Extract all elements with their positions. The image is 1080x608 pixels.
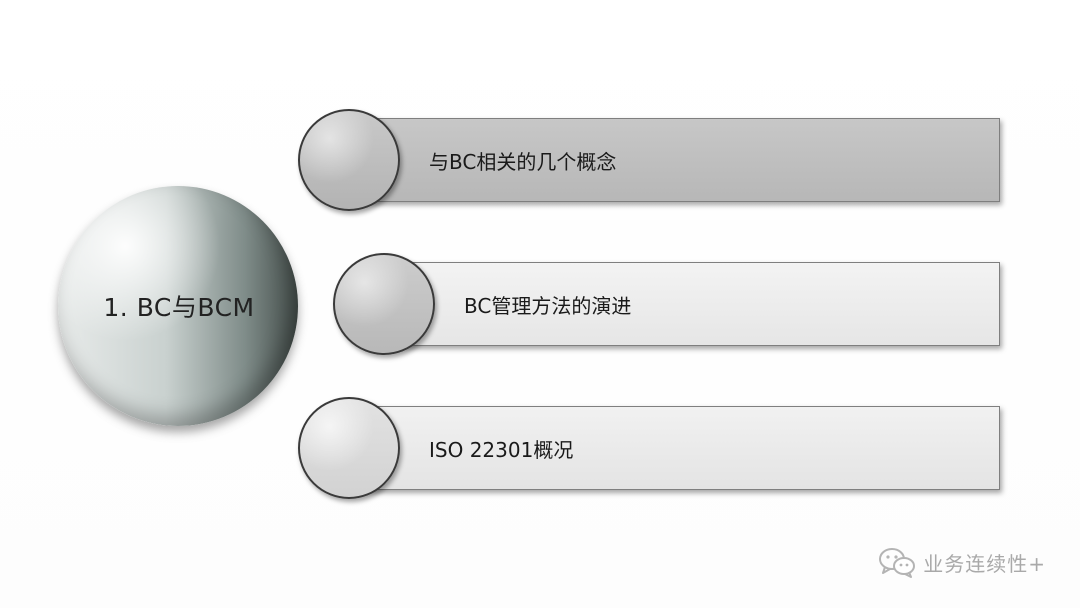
main-topic-label: 1. BC与BCM	[103, 293, 255, 322]
wechat-icon	[877, 546, 917, 578]
agenda-item-1: 与BC相关的几个概念	[348, 118, 1000, 202]
agenda-bullet-circle	[298, 109, 400, 211]
agenda-item-label: BC管理方法的演进	[464, 293, 632, 318]
agenda-item-label: 与BC相关的几个概念	[429, 149, 617, 174]
agenda-bullet-circle	[298, 397, 400, 499]
agenda-item-label: ISO 22301概况	[429, 437, 574, 462]
main-topic-circle: 1. BC与BCM	[58, 186, 298, 426]
agenda-item-2: BC管理方法的演进	[383, 262, 1000, 346]
watermark: 业务连续性+	[877, 546, 1046, 578]
agenda-bullet-circle	[333, 253, 435, 355]
watermark-text: 业务连续性+	[923, 551, 1046, 576]
agenda-item-3: ISO 22301概况	[348, 406, 1000, 490]
